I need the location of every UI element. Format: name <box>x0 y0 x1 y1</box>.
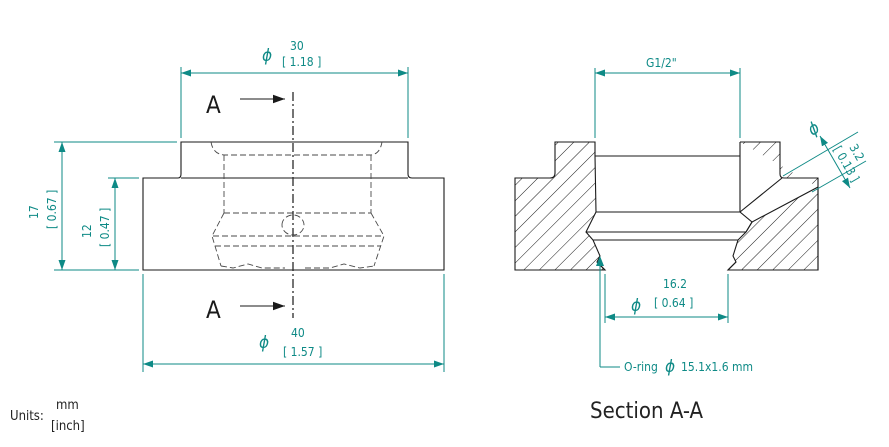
body-height-dimension: 12 [ 0.47 ] <box>80 177 139 270</box>
port-dimension: ϕ 3.2 [ 0.13 ] <box>782 118 867 193</box>
section-caption: Section A-A <box>590 399 704 424</box>
front-view: A A ϕ 30 [ 1.18 ] ϕ 40 [ 1.57 ] <box>27 39 445 372</box>
oring-spec: 15.1x1.6 mm <box>681 360 753 374</box>
oring-symbol: ϕ <box>665 357 675 377</box>
section-view: G1/2" ϕ 3.2 [ 0.13 ] ϕ 16.2 [ 0.64 ] O-r… <box>514 56 867 424</box>
units-mm: mm <box>56 398 79 413</box>
oring-callout: O-ring ϕ 15.1x1.6 mm <box>596 256 753 377</box>
units-inch: [inch] <box>51 419 85 434</box>
units-label: Units: <box>10 409 44 424</box>
section-marker-top: A <box>206 91 285 119</box>
total-height-dimension: 17 [ 0.67 ] <box>27 141 177 271</box>
total-height-mm: 17 <box>27 205 41 219</box>
top-diameter-symbol: ϕ <box>262 46 272 66</box>
top-diameter-mm: 30 <box>290 39 304 53</box>
oring-prefix: O-ring <box>624 360 658 374</box>
section-bore-lines <box>586 155 746 271</box>
bore-symbol: ϕ <box>631 296 641 316</box>
section-label-top: A <box>206 91 221 119</box>
bottom-diameter-mm: 40 <box>291 326 305 340</box>
body-height-inch: [ 0.47 ] <box>98 208 112 247</box>
top-diameter-dimension: ϕ 30 [ 1.18 ] <box>180 39 409 138</box>
section-marker-bottom: A <box>206 296 285 324</box>
bore-mm: 16.2 <box>663 277 687 291</box>
front-hidden-lines <box>210 141 385 269</box>
top-diameter-inch: [ 1.18 ] <box>282 55 321 69</box>
units-legend: Units: mm [inch] <box>10 398 85 434</box>
section-right-half <box>726 141 819 271</box>
section-label-bottom: A <box>206 296 221 324</box>
front-outline <box>142 141 445 271</box>
thread-dimension: G1/2" <box>594 56 741 138</box>
bore-dimension: ϕ 16.2 [ 0.64 ] <box>604 274 729 323</box>
bore-inch: [ 0.64 ] <box>654 296 693 310</box>
body-height-mm: 12 <box>80 224 94 238</box>
section-left-half <box>514 141 607 271</box>
bottom-diameter-dimension: ϕ 40 [ 1.57 ] <box>142 274 445 372</box>
total-height-inch: [ 0.67 ] <box>45 190 59 229</box>
bottom-diameter-symbol: ϕ <box>259 333 269 353</box>
thread-label: G1/2" <box>646 56 677 70</box>
bottom-diameter-inch: [ 1.57 ] <box>283 345 322 359</box>
